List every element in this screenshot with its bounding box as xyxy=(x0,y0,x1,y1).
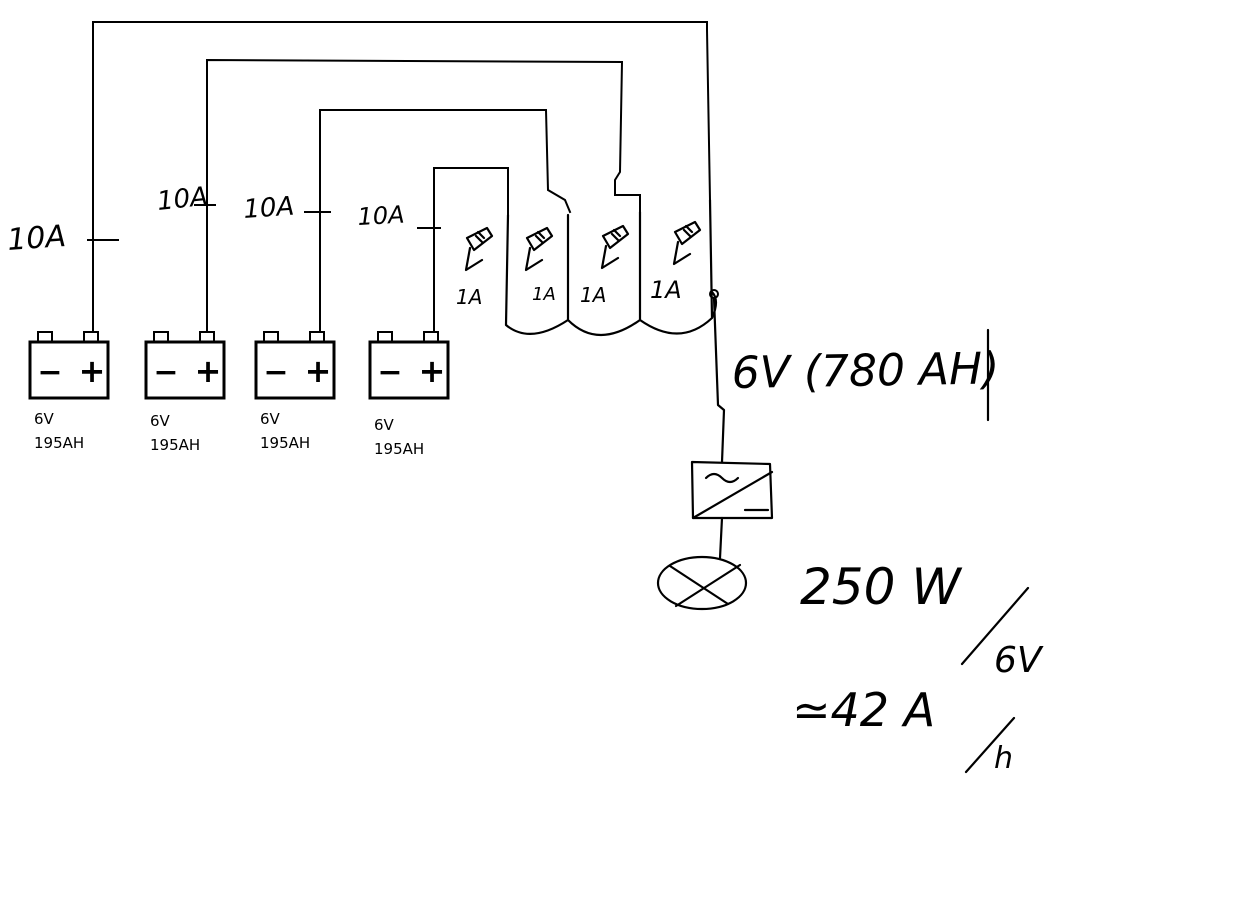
current-label-1: 10A xyxy=(6,219,67,258)
inverter-icon xyxy=(690,460,774,520)
wire-battery-2 xyxy=(206,58,641,333)
positive-terminal: + xyxy=(305,352,332,390)
battery-voltage: 6V xyxy=(260,410,281,428)
load-per-unit: h xyxy=(994,741,1013,776)
negative-terminal: − xyxy=(377,355,402,390)
battery-capacity: 195AH xyxy=(260,434,310,452)
current-label-2: 10A xyxy=(156,182,210,217)
load-per-voltage: 6V xyxy=(994,640,1044,681)
current-label-4: 10A xyxy=(357,201,405,231)
battery-icon xyxy=(28,331,110,400)
lamp-icon xyxy=(656,555,748,611)
battery-capacity: 195AH xyxy=(150,436,200,454)
battery-icon xyxy=(254,331,336,400)
fuse-label-2: 1A xyxy=(532,284,556,305)
fuses xyxy=(464,220,702,272)
positive-terminal: + xyxy=(195,352,222,390)
fuse-icon xyxy=(600,224,630,270)
load-current: ≃42 A xyxy=(792,683,935,737)
wire-battery-4 xyxy=(433,167,509,333)
negative-terminal: − xyxy=(263,355,288,390)
battery-1: − + 6V 195AH xyxy=(28,331,110,452)
fuse-icon xyxy=(524,226,554,272)
battery-voltage: 6V xyxy=(150,412,171,430)
load-calc: 250 W 6V ≃42 A h xyxy=(792,558,1044,776)
current-label-3: 10A xyxy=(242,192,295,225)
fuse-label-4: 1A xyxy=(650,276,682,304)
fuse-labels: 1A 1A 1A 1A xyxy=(456,276,682,309)
battery-icon xyxy=(368,331,450,400)
fuse-bus xyxy=(504,198,718,337)
fuse-label-1: 1A xyxy=(456,285,482,309)
current-ticks xyxy=(87,204,441,241)
battery-2: − + 6V 195AH xyxy=(144,331,226,454)
wires xyxy=(92,21,712,333)
battery-voltage: 6V xyxy=(374,416,395,434)
negative-terminal: − xyxy=(153,355,178,390)
battery-icon xyxy=(144,331,226,400)
battery-capacity: 195AH xyxy=(34,434,84,452)
battery-3: − + 6V 195AH xyxy=(254,331,336,452)
wire-battery-3 xyxy=(319,109,572,333)
fuse-icon xyxy=(672,220,702,266)
positive-terminal: + xyxy=(419,352,446,390)
load-power: 250 W xyxy=(800,558,962,616)
bank-label: 6V (780 AH) xyxy=(731,343,999,399)
wire-battery-1 xyxy=(92,21,712,333)
fuse-label-3: 1A xyxy=(580,283,606,307)
divide-slash-2 xyxy=(964,716,1016,774)
divide-slash-1 xyxy=(960,586,1030,666)
current-labels: 10A 10A 10A 10A xyxy=(6,182,405,258)
fuse-icon xyxy=(464,226,494,272)
battery-capacity: 195AH xyxy=(374,440,424,458)
battery-4: − + 6V 195AH xyxy=(368,331,450,458)
positive-terminal: + xyxy=(79,352,106,390)
battery-voltage: 6V xyxy=(34,410,55,428)
negative-terminal: − xyxy=(37,355,62,390)
output-wire xyxy=(712,296,726,560)
